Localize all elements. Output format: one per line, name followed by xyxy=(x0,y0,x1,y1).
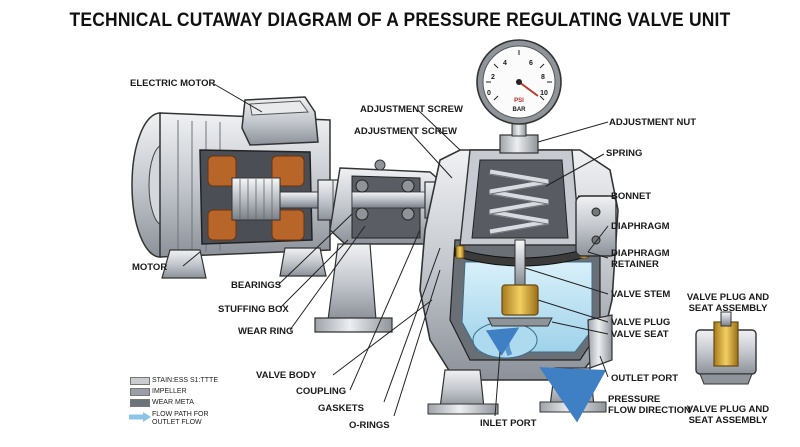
inset-seat xyxy=(699,373,753,385)
label-bearings: BEARINGS xyxy=(231,280,282,291)
label-outlet-port: OUTLET PORT xyxy=(611,373,679,384)
motor-assembly xyxy=(131,96,331,279)
gauge-tick-10: 10 xyxy=(540,90,548,97)
drive-train xyxy=(279,159,471,333)
gauge-tick-8: 8 xyxy=(541,74,545,81)
label-valve-stem: VALVE STEM xyxy=(611,289,671,300)
legend-label-impeller: IMPELLER xyxy=(152,388,187,395)
label-adjustment-nut: ADJUSTMENT NUT xyxy=(609,117,697,128)
label-inlet-port: INLET PORT xyxy=(480,418,537,429)
adjustment-nut xyxy=(499,134,539,154)
valve-foot-left xyxy=(439,369,485,409)
spring-coil xyxy=(489,169,549,235)
legend-label-stainless: STAIN:ESS S1:TTTE xyxy=(152,377,218,384)
inset-title-2: SEAT ASSEMBLY xyxy=(688,303,768,314)
bearing-top-right xyxy=(401,179,415,193)
label-valve-plug: VALVE PLUG xyxy=(611,317,671,328)
inset-caption-1: VALVE PLUG AND xyxy=(686,404,770,415)
valve-base-right xyxy=(539,401,607,413)
label-stuffing-box: STUFFING BOX xyxy=(218,304,289,315)
valve-assembly xyxy=(419,109,619,415)
bearing-bottom-right xyxy=(401,207,415,221)
pressure-gauge xyxy=(476,39,562,125)
legend-flow-label-2: OUTLET FLOW xyxy=(152,419,202,426)
label-adjustment-screw-1: ADJUSTMENT SCREW xyxy=(360,104,463,115)
base-plate-left xyxy=(314,317,393,333)
valve-plug-body xyxy=(501,284,539,316)
inset-valve-plug xyxy=(713,321,739,367)
leader-lines xyxy=(182,83,609,417)
label-gaskets: GASKETS xyxy=(318,403,364,414)
gauge-tick-0: 0 xyxy=(487,90,491,97)
motor-foot-right xyxy=(279,247,327,277)
label-coupling: COUPLING xyxy=(296,386,347,397)
label-spring: SPRING xyxy=(606,148,643,159)
legend-flow-label-1: FLOW PATH FOR xyxy=(152,411,209,418)
inset-stem xyxy=(720,311,732,327)
gauge-tick-2: 2 xyxy=(491,74,495,81)
outlet-flange xyxy=(575,195,617,257)
valve-seat-ring xyxy=(487,317,553,327)
gauge-tick-4: 4 xyxy=(503,60,507,67)
label-pressure-flow-2: FLOW DIRECTION xyxy=(608,405,691,416)
legend-swatch-wear-metal xyxy=(130,399,150,407)
pressure-flow-arrow xyxy=(539,367,607,423)
motor-winding-bottom-left xyxy=(207,209,237,241)
label-diaphragm-retainer-1: DIAPHRAGM xyxy=(611,248,670,259)
gauge-needle xyxy=(518,81,539,97)
label-wear-ring: WEAR RING xyxy=(238,326,294,337)
valve-stem-rod xyxy=(514,239,526,291)
oil-plug xyxy=(374,159,386,171)
gauge-tick-6: 6 xyxy=(529,60,533,67)
bearing-bottom-left xyxy=(355,207,369,221)
inset-illustration xyxy=(695,311,757,385)
legend-label-wear-metal: WEAR META xyxy=(152,399,194,406)
label-electric-motor: ELECTRIC MOTOR xyxy=(130,78,216,89)
label-motor: MOTOR xyxy=(132,262,168,273)
label-diaphragm: DIAPHRAGM xyxy=(611,221,670,232)
inset-caption-2: SEAT ASSEMBLY xyxy=(688,415,768,426)
label-adjustment-screw-2: ADJUSTMENT SCREW xyxy=(354,126,457,137)
motor-winding-top-left xyxy=(207,155,237,187)
motor-foot-left xyxy=(161,249,207,279)
legend-flow-arrow-icon xyxy=(129,412,151,422)
label-valve-seat: VALVE SEAT xyxy=(611,329,669,340)
legend-swatch-impeller xyxy=(130,388,150,396)
label-pressure-flow-1: PRESSURE xyxy=(608,394,661,405)
diagram-title: TECHNICAL CUTAWAY DIAGRAM OF A PRESSURE … xyxy=(69,10,731,31)
label-diaphragm-retainer-2: RETAINER xyxy=(611,259,659,270)
inset-title-1: VALVE PLUG AND xyxy=(686,292,770,303)
pedestal-left xyxy=(327,243,377,321)
outlet-port-pipe xyxy=(587,314,613,369)
legend-swatch-stainless xyxy=(130,377,150,385)
diaphragm-retainer-left xyxy=(455,245,465,259)
gauge-unit-psi: PSI xyxy=(514,98,524,104)
valve-base-left xyxy=(427,403,499,415)
label-valve-body: VALVE BODY xyxy=(256,370,317,381)
gauge-unit-bar: BAR xyxy=(512,107,526,113)
label-o-rings: O-RINGS xyxy=(349,420,390,431)
label-bonnet: BONNET xyxy=(611,191,652,202)
internal-flow-arrow xyxy=(485,327,520,357)
bearing-top-left xyxy=(355,179,369,193)
